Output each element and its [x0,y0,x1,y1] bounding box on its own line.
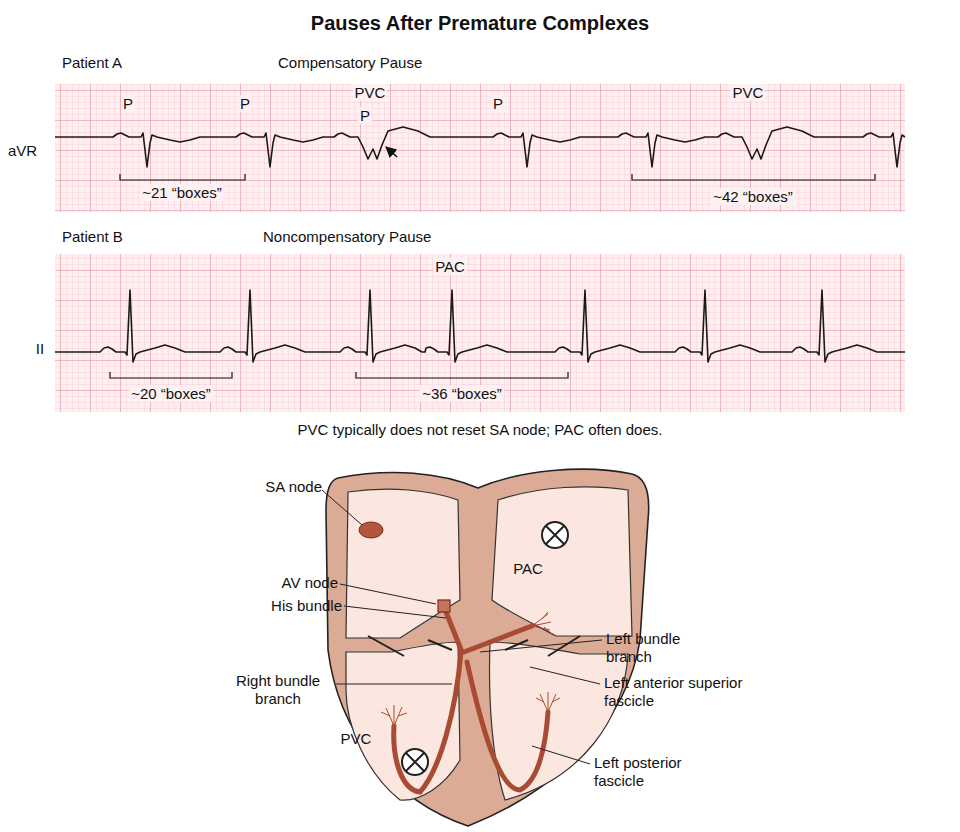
label: Patient A [62,54,182,72]
ecg-trace [55,127,905,167]
fiber-fan [536,692,560,712]
label: aVR [8,142,52,160]
label-text: PVC [731,84,766,101]
caption: PVC typically does not reset SA node; PA… [0,421,960,439]
label: Compensatory Pause [278,54,478,72]
bracket [110,372,232,378]
label: ~21 “boxes” [132,184,232,202]
valve [428,640,452,650]
label-text: P [238,95,252,112]
label: P [237,95,253,113]
conduction-system [394,612,548,792]
focus-x [546,526,564,544]
sa-node [359,522,383,538]
leader-line [480,640,602,652]
label-text: ~20 “boxes” [129,385,213,402]
label: P [490,95,506,113]
pointer-arrow [386,147,397,157]
purkinje-fibers [381,612,560,726]
heart-chambers [346,487,632,800]
label-text: PAC [433,258,467,275]
right-atrium [346,489,460,638]
ecg-traces [55,127,905,362]
leader-line [322,490,362,525]
label: Noncompensatory Pause [263,228,483,246]
label: PVC [336,730,376,748]
right-ventricle [346,642,460,800]
label: PAC [428,258,472,276]
valve [368,636,404,656]
av-node [438,600,450,612]
leader-line [336,684,452,685]
fiber-fan [381,705,407,726]
bracket [356,372,568,378]
label: SA node [246,478,322,496]
label: P [357,107,373,125]
label: His bundle [254,597,342,615]
title: Pauses After Premature Complexes [0,14,960,32]
focus-circle [542,522,568,548]
label-text: ~36 “boxes” [420,385,504,402]
label-text: P [491,95,505,112]
leader-line [340,584,436,604]
left-posterior-fascicle [467,662,548,790]
label-text: P [358,107,372,124]
focus-circle [402,749,428,775]
right-bundle-branch [394,652,461,792]
leader-line [532,746,590,764]
label-text: PVC [353,84,388,101]
label: Left bundle branch [606,630,716,666]
label-text: P [121,95,135,112]
left-atrium [492,487,632,636]
focus-x [406,753,424,771]
label: ~36 “boxes” [412,385,512,403]
label: Left anterior superior fascicle [604,674,754,710]
ecg-trace [55,290,905,362]
label: PAC [508,560,548,578]
label: II [30,340,50,358]
his-bundle [446,612,462,652]
bracket [120,174,245,180]
leader-line [344,606,446,618]
ecg-grid [55,84,905,212]
label: Right bundle branch [222,672,334,708]
label: ~20 “boxes” [121,385,221,403]
label: ~42 “boxes” [703,188,803,206]
label-text: ~42 “boxes” [711,188,795,205]
label: AV node [262,574,338,592]
pvc-focus [402,749,428,775]
pac-focus [542,522,568,548]
brackets [110,174,875,378]
valve [548,636,580,656]
label-text: ~21 “boxes” [140,184,224,201]
leader-line [530,667,600,684]
label: P [120,95,136,113]
bracket [632,174,875,180]
fiber-fan [532,612,552,634]
ecg-grid [55,254,905,412]
label: Left posterior fascicle [594,754,719,790]
leader-lines [322,490,602,764]
label: Patient B [62,228,182,246]
label: PVC [350,84,390,102]
label: PVC [728,84,768,102]
